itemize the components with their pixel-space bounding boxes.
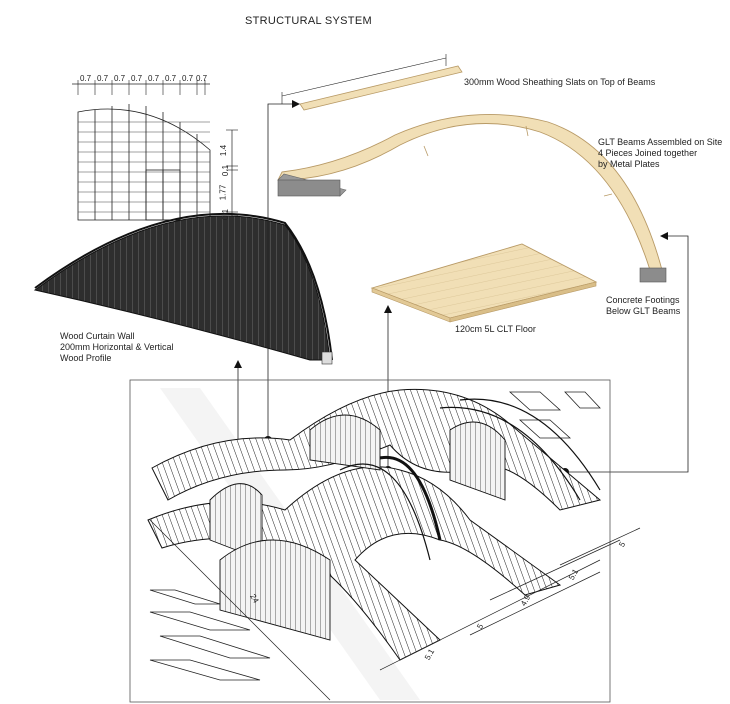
curtain-wall-label-line3: Wood Profile [60,353,112,363]
elevation-dim-side: 1.77 [218,184,228,201]
elevation-dim-top: 0.7 [80,74,92,83]
elevation-dim-top: 0.7 [97,74,109,83]
elevation-dim-side: 0.1 [221,164,231,177]
footing-label-line2: Below GLT Beams [606,306,681,316]
elevation-drawing [72,80,238,222]
curtain-wall-label-line1: Wood Curtain Wall [60,331,135,341]
footing-label-line1: Concrete Footings [606,295,680,305]
curtain-wall-label-line2: 200mm Horizontal & Vertical [60,342,174,352]
elevation-dim-side: 1.4 [219,144,229,157]
clt-floor-label: 120cm 5L CLT Floor [455,324,536,334]
glt-label-line1: GLT Beams Assembled on Site [598,137,723,147]
glt-label-line3: by Metal Plates [598,159,660,169]
elevation-dim-top: 0.7 [196,74,208,83]
elevation-dim-top: 0.7 [131,74,143,83]
clt-floor [370,243,598,323]
leader-arrowheads [234,100,668,368]
elevation-dim-top: 0.7 [148,74,160,83]
sheathing-slat [281,54,463,111]
glt-beam [277,114,667,283]
curtain-wall [33,213,333,365]
elevation-dim-side: 0.1 [221,208,231,221]
elevation-dim-top: 0.7 [165,74,177,83]
plan-dimension-lines [149,519,641,701]
glt-label-line2: 4 Pieces Joined together [598,148,698,158]
roof-shells [147,388,602,661]
elevation-dim-top: 0.7 [114,74,126,83]
diagram-title: STRUCTURAL SYSTEM [245,15,372,27]
sheathing-label: 300mm Wood Sheathing Slats on Top of Bea… [464,77,656,87]
elevation-dim-top: 0.7 [182,74,194,83]
